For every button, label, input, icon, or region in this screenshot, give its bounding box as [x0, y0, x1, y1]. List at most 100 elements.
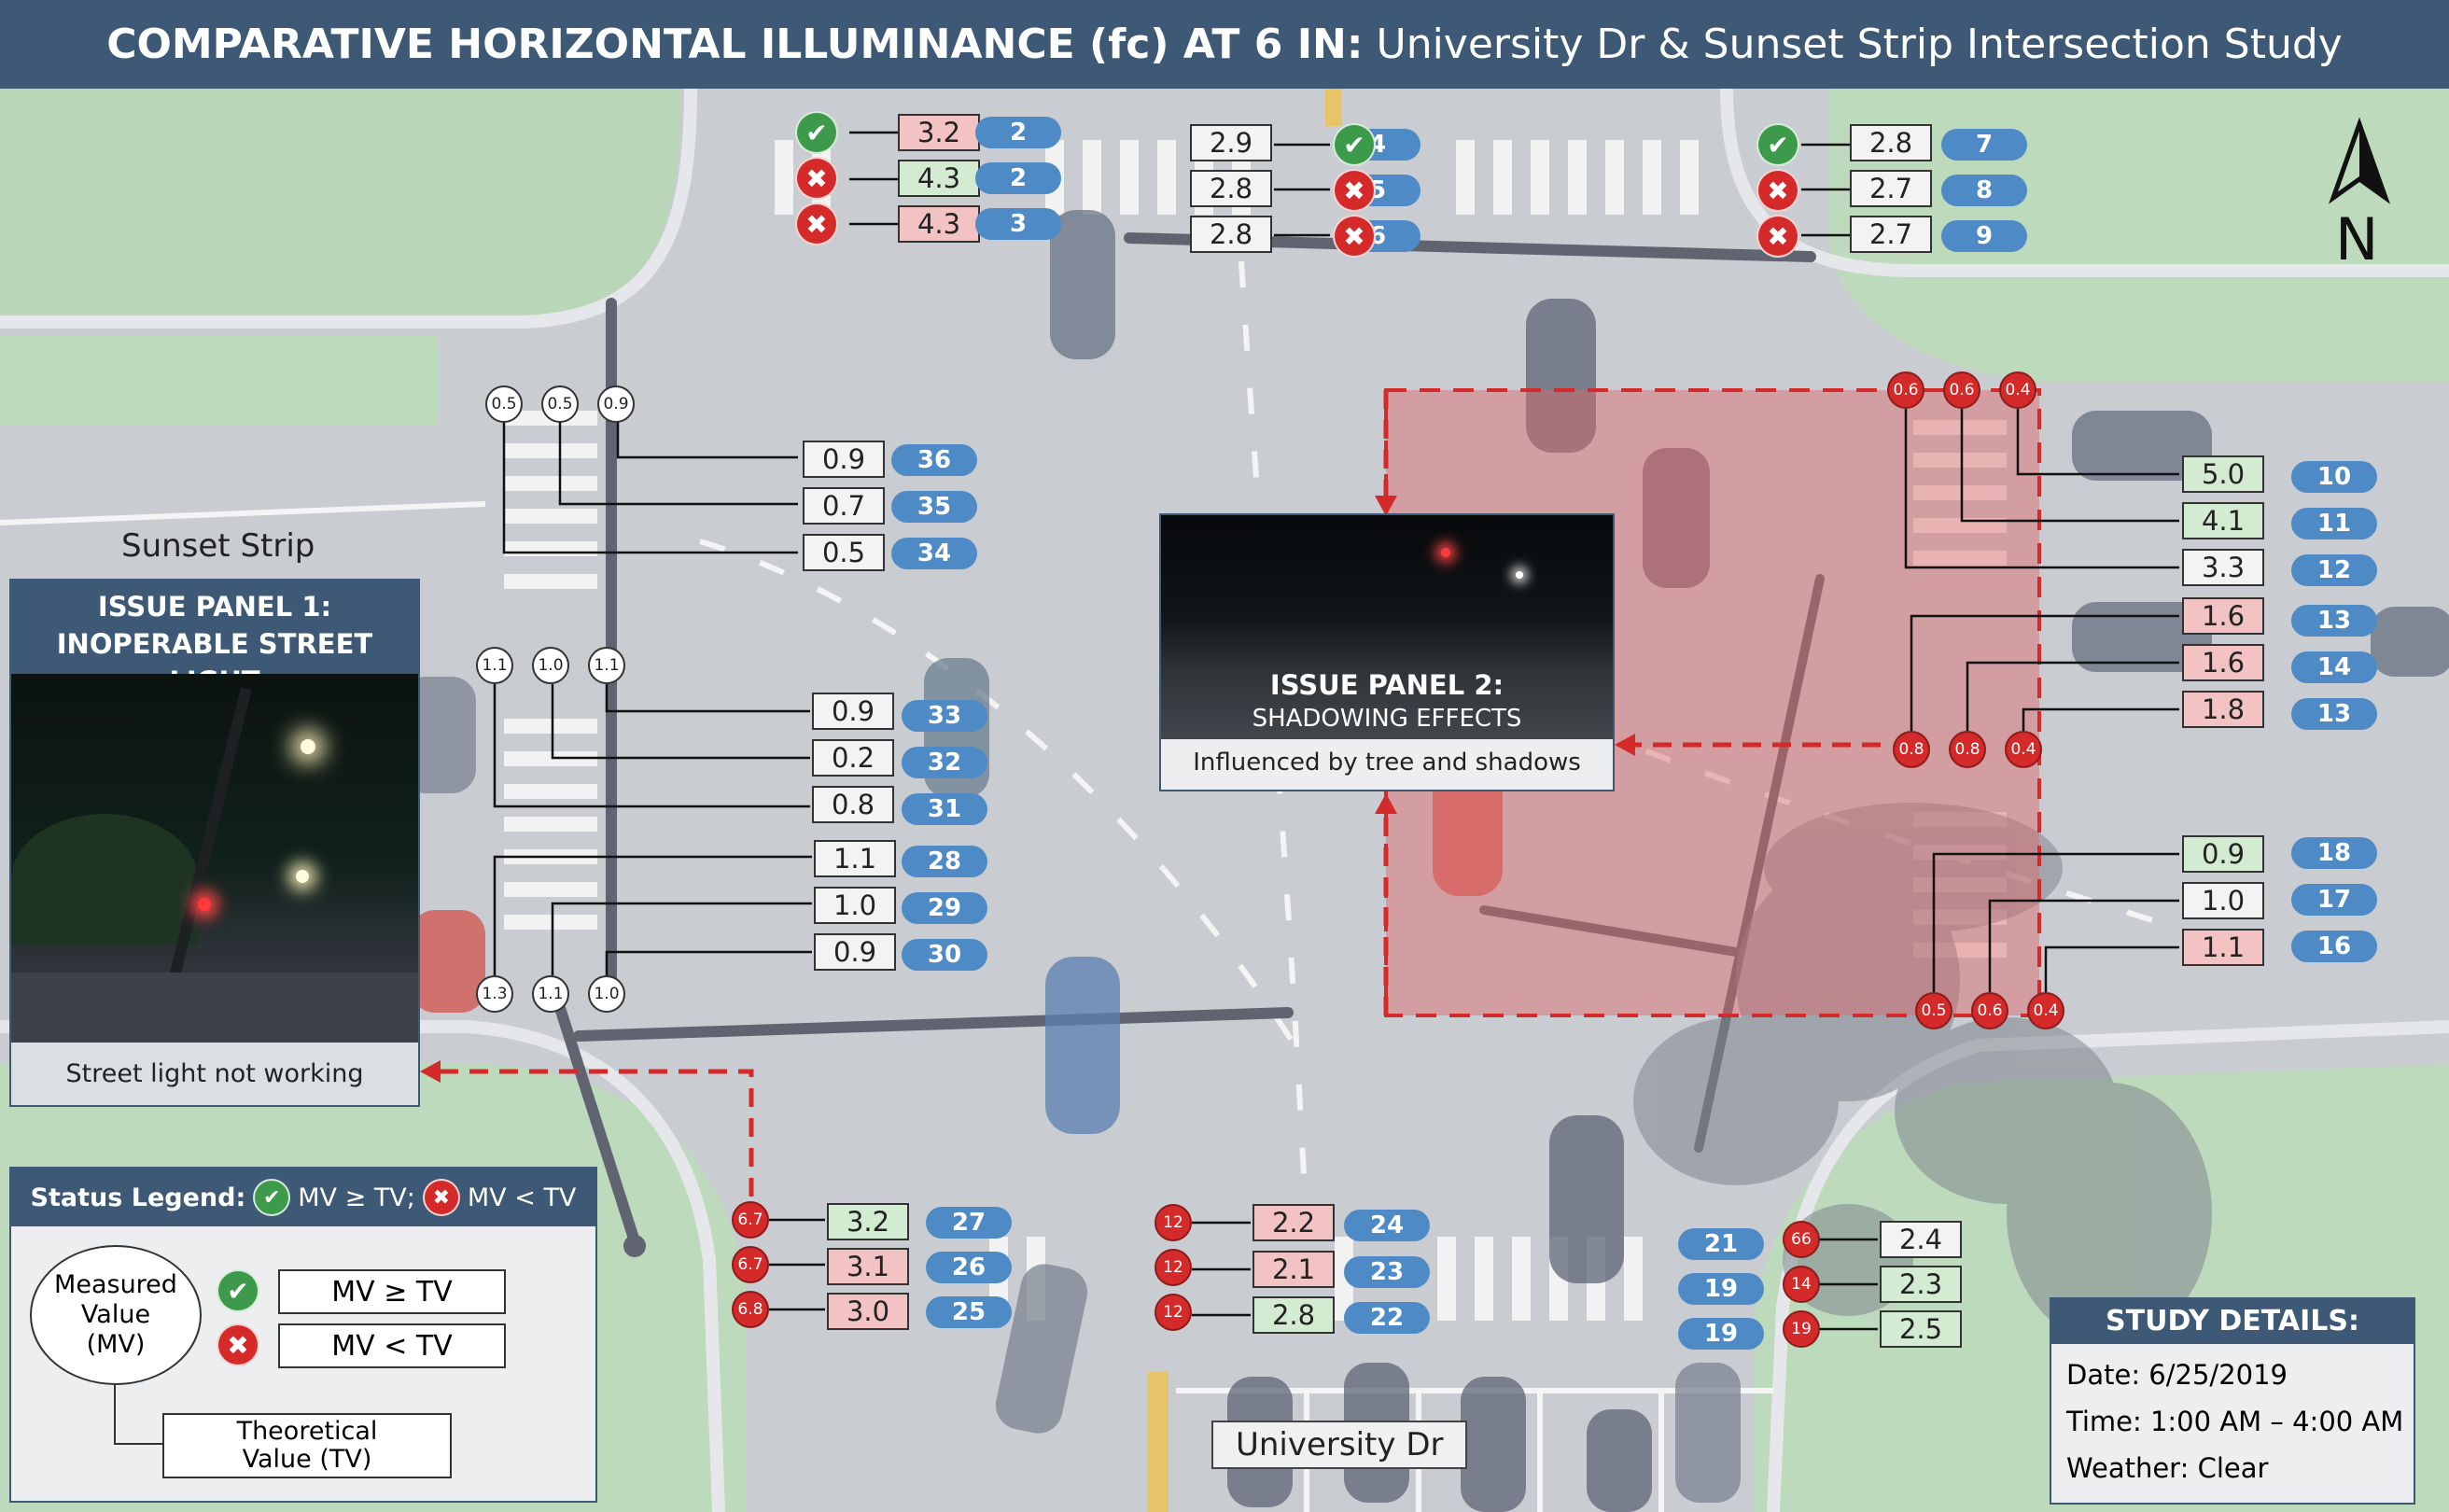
issue-panel-2-subtitle: SHADOWING EFFECTS	[1252, 705, 1522, 733]
legend-tv-box: Theoretical Value (TV)	[162, 1413, 452, 1478]
theoretical-value-marker: 1.0	[588, 975, 625, 1013]
theoretical-value-marker: 0.4	[2005, 731, 2042, 768]
measurement-point-id: 33	[902, 700, 987, 732]
legend-connector-h	[114, 1443, 162, 1445]
measurement-point-id: 19	[1678, 1273, 1764, 1305]
measurement-point-id: 35	[891, 491, 977, 523]
legend-header: Status Legend: ✔ MV ≥ TV; ✖ MV < TV	[11, 1169, 595, 1226]
measurement-point-id: 23	[1344, 1256, 1430, 1288]
check-icon: ✔	[253, 1179, 291, 1216]
study-date: Date: 6/25/2019	[2066, 1359, 2288, 1391]
status-fail-icon: ✖	[795, 203, 838, 245]
measured-value-box: 1.6	[2182, 597, 2264, 635]
measured-value-box: 0.9	[812, 693, 894, 730]
cross-icon: ✖	[422, 1179, 460, 1216]
measured-value-box: 0.2	[812, 739, 894, 777]
measured-value-box: 1.0	[814, 887, 896, 924]
title-subtitle: University Dr & Sunset Strip Intersectio…	[1376, 21, 2343, 68]
issue-panel-shadowing: ISSUE PANEL 2: SHADOWING EFFECTS Influen…	[1159, 513, 1615, 791]
theoretical-value-marker: 19	[1783, 1310, 1820, 1348]
legend-fail-label: MV < TV	[467, 1183, 577, 1212]
study-weather: Weather: Clear	[2066, 1452, 2269, 1484]
measurement-point-id: 36	[891, 444, 977, 476]
measured-value-box: 1.8	[2182, 691, 2264, 728]
measured-value-box: 2.1	[1252, 1251, 1335, 1288]
measurement-point-id: 12	[2291, 554, 2377, 586]
measured-value-box: 0.8	[812, 786, 894, 823]
measured-value-box: 4.3	[898, 205, 980, 243]
legend-title: Status Legend:	[30, 1183, 246, 1212]
status-pass-icon: ✔	[1756, 123, 1799, 166]
measurement-point-id: 16	[2291, 931, 2377, 962]
measured-value-box: 2.4	[1880, 1221, 1962, 1258]
theoretical-value-marker: 0.8	[1949, 731, 1986, 768]
theoretical-value-marker: 0.9	[597, 385, 635, 423]
measurement-point-id: 11	[2291, 508, 2377, 539]
theoretical-value-marker: 12	[1155, 1249, 1192, 1286]
measured-value-box: 1.1	[814, 840, 896, 877]
theoretical-value-marker: 12	[1155, 1204, 1192, 1241]
measured-value-box: 3.0	[827, 1293, 909, 1330]
theoretical-value-marker: 0.5	[485, 385, 523, 423]
legend-ge-box: MV ≥ TV	[278, 1269, 506, 1314]
issue-panel-1-header: ISSUE PANEL 1: INOPERABLE STREET LIGHT	[11, 581, 418, 697]
measured-value-box: 1.0	[2182, 882, 2264, 919]
measurement-point-id: 31	[902, 793, 987, 825]
measurement-point-id: 2	[975, 117, 1061, 148]
shadowing-photo: ISSUE PANEL 2: SHADOWING EFFECTS	[1161, 515, 1613, 739]
measured-value-box: 0.5	[803, 534, 885, 571]
measurement-point-id: 32	[902, 747, 987, 778]
measurement-point-id: 24	[1344, 1210, 1430, 1241]
measured-value-box: 2.8	[1190, 216, 1272, 253]
measurement-point-id: 18	[2291, 837, 2377, 869]
measured-value-box: 2.8	[1190, 170, 1272, 207]
legend-lt-box: MV < TV	[278, 1323, 506, 1368]
theoretical-value-marker: 1.1	[588, 647, 625, 684]
theoretical-value-marker: 6.7	[732, 1201, 769, 1239]
status-fail-icon: ✖	[795, 157, 838, 200]
measurement-point-id: 34	[891, 538, 977, 569]
measured-value-box: 1.6	[2182, 644, 2264, 681]
measurement-point-id: 3	[975, 208, 1061, 240]
legend-check-icon: ✔	[217, 1269, 259, 1312]
measurement-point-id: 17	[2291, 884, 2377, 916]
theoretical-value-marker: 14	[1783, 1266, 1820, 1303]
measurement-point-id: 13	[2291, 698, 2377, 730]
measured-value-box: 0.9	[2182, 835, 2264, 873]
status-fail-icon: ✖	[1756, 215, 1799, 258]
measured-value-box: 2.9	[1190, 124, 1272, 161]
issue-panel-2-caption: Influenced by tree and shadows	[1193, 749, 1581, 777]
theoretical-value-marker: 0.4	[1999, 371, 2036, 409]
theoretical-value-marker: 0.5	[541, 385, 579, 423]
street-light-photo	[11, 674, 418, 1043]
measured-value-box: 2.7	[1850, 216, 1932, 253]
measured-value-box: 3.3	[2182, 549, 2264, 586]
measurement-point-id: 2	[975, 162, 1061, 194]
theoretical-value-marker: 66	[1783, 1221, 1820, 1258]
measured-value-box: 0.9	[814, 933, 896, 971]
title-bar: COMPARATIVE HORIZONTAL ILLUMINANCE (fc) …	[0, 0, 2449, 89]
title-bold: COMPARATIVE HORIZONTAL ILLUMINANCE (fc) …	[106, 21, 1364, 68]
measured-value-box: 2.2	[1252, 1204, 1335, 1241]
study-time: Time: 1:00 AM – 4:00 AM	[2066, 1406, 2404, 1437]
status-pass-icon: ✔	[795, 111, 838, 154]
measurement-point-id: 26	[926, 1252, 1012, 1283]
issue-panel-inoperable-light: ISSUE PANEL 1: INOPERABLE STREET LIGHT S…	[9, 579, 420, 1107]
issue-panel-1-title: ISSUE PANEL 1:	[97, 591, 332, 623]
street-label-sunset: Sunset Strip	[121, 527, 315, 565]
measured-value-box: 2.5	[1880, 1310, 1962, 1348]
study-details: STUDY DETAILS: Date: 6/25/2019 Time: 1:0…	[2050, 1297, 2415, 1505]
measured-value-box: 2.7	[1850, 170, 1932, 207]
measured-value-box: 2.8	[1252, 1296, 1335, 1334]
measurement-point-id: 14	[2291, 651, 2377, 683]
study-details-header: STUDY DETAILS:	[2051, 1299, 2414, 1344]
theoretical-value-marker: 1.1	[532, 975, 569, 1013]
measurement-point-id: 10	[2291, 461, 2377, 493]
issue-panel-2-title: ISSUE PANEL 2:	[1269, 669, 1504, 701]
measured-value-box: 1.1	[2182, 929, 2264, 966]
status-fail-icon: ✖	[1333, 169, 1376, 212]
measurement-point-id: 13	[2291, 605, 2377, 637]
measured-value-box: 0.9	[803, 441, 885, 478]
theoretical-value-marker: 6.7	[732, 1246, 769, 1283]
